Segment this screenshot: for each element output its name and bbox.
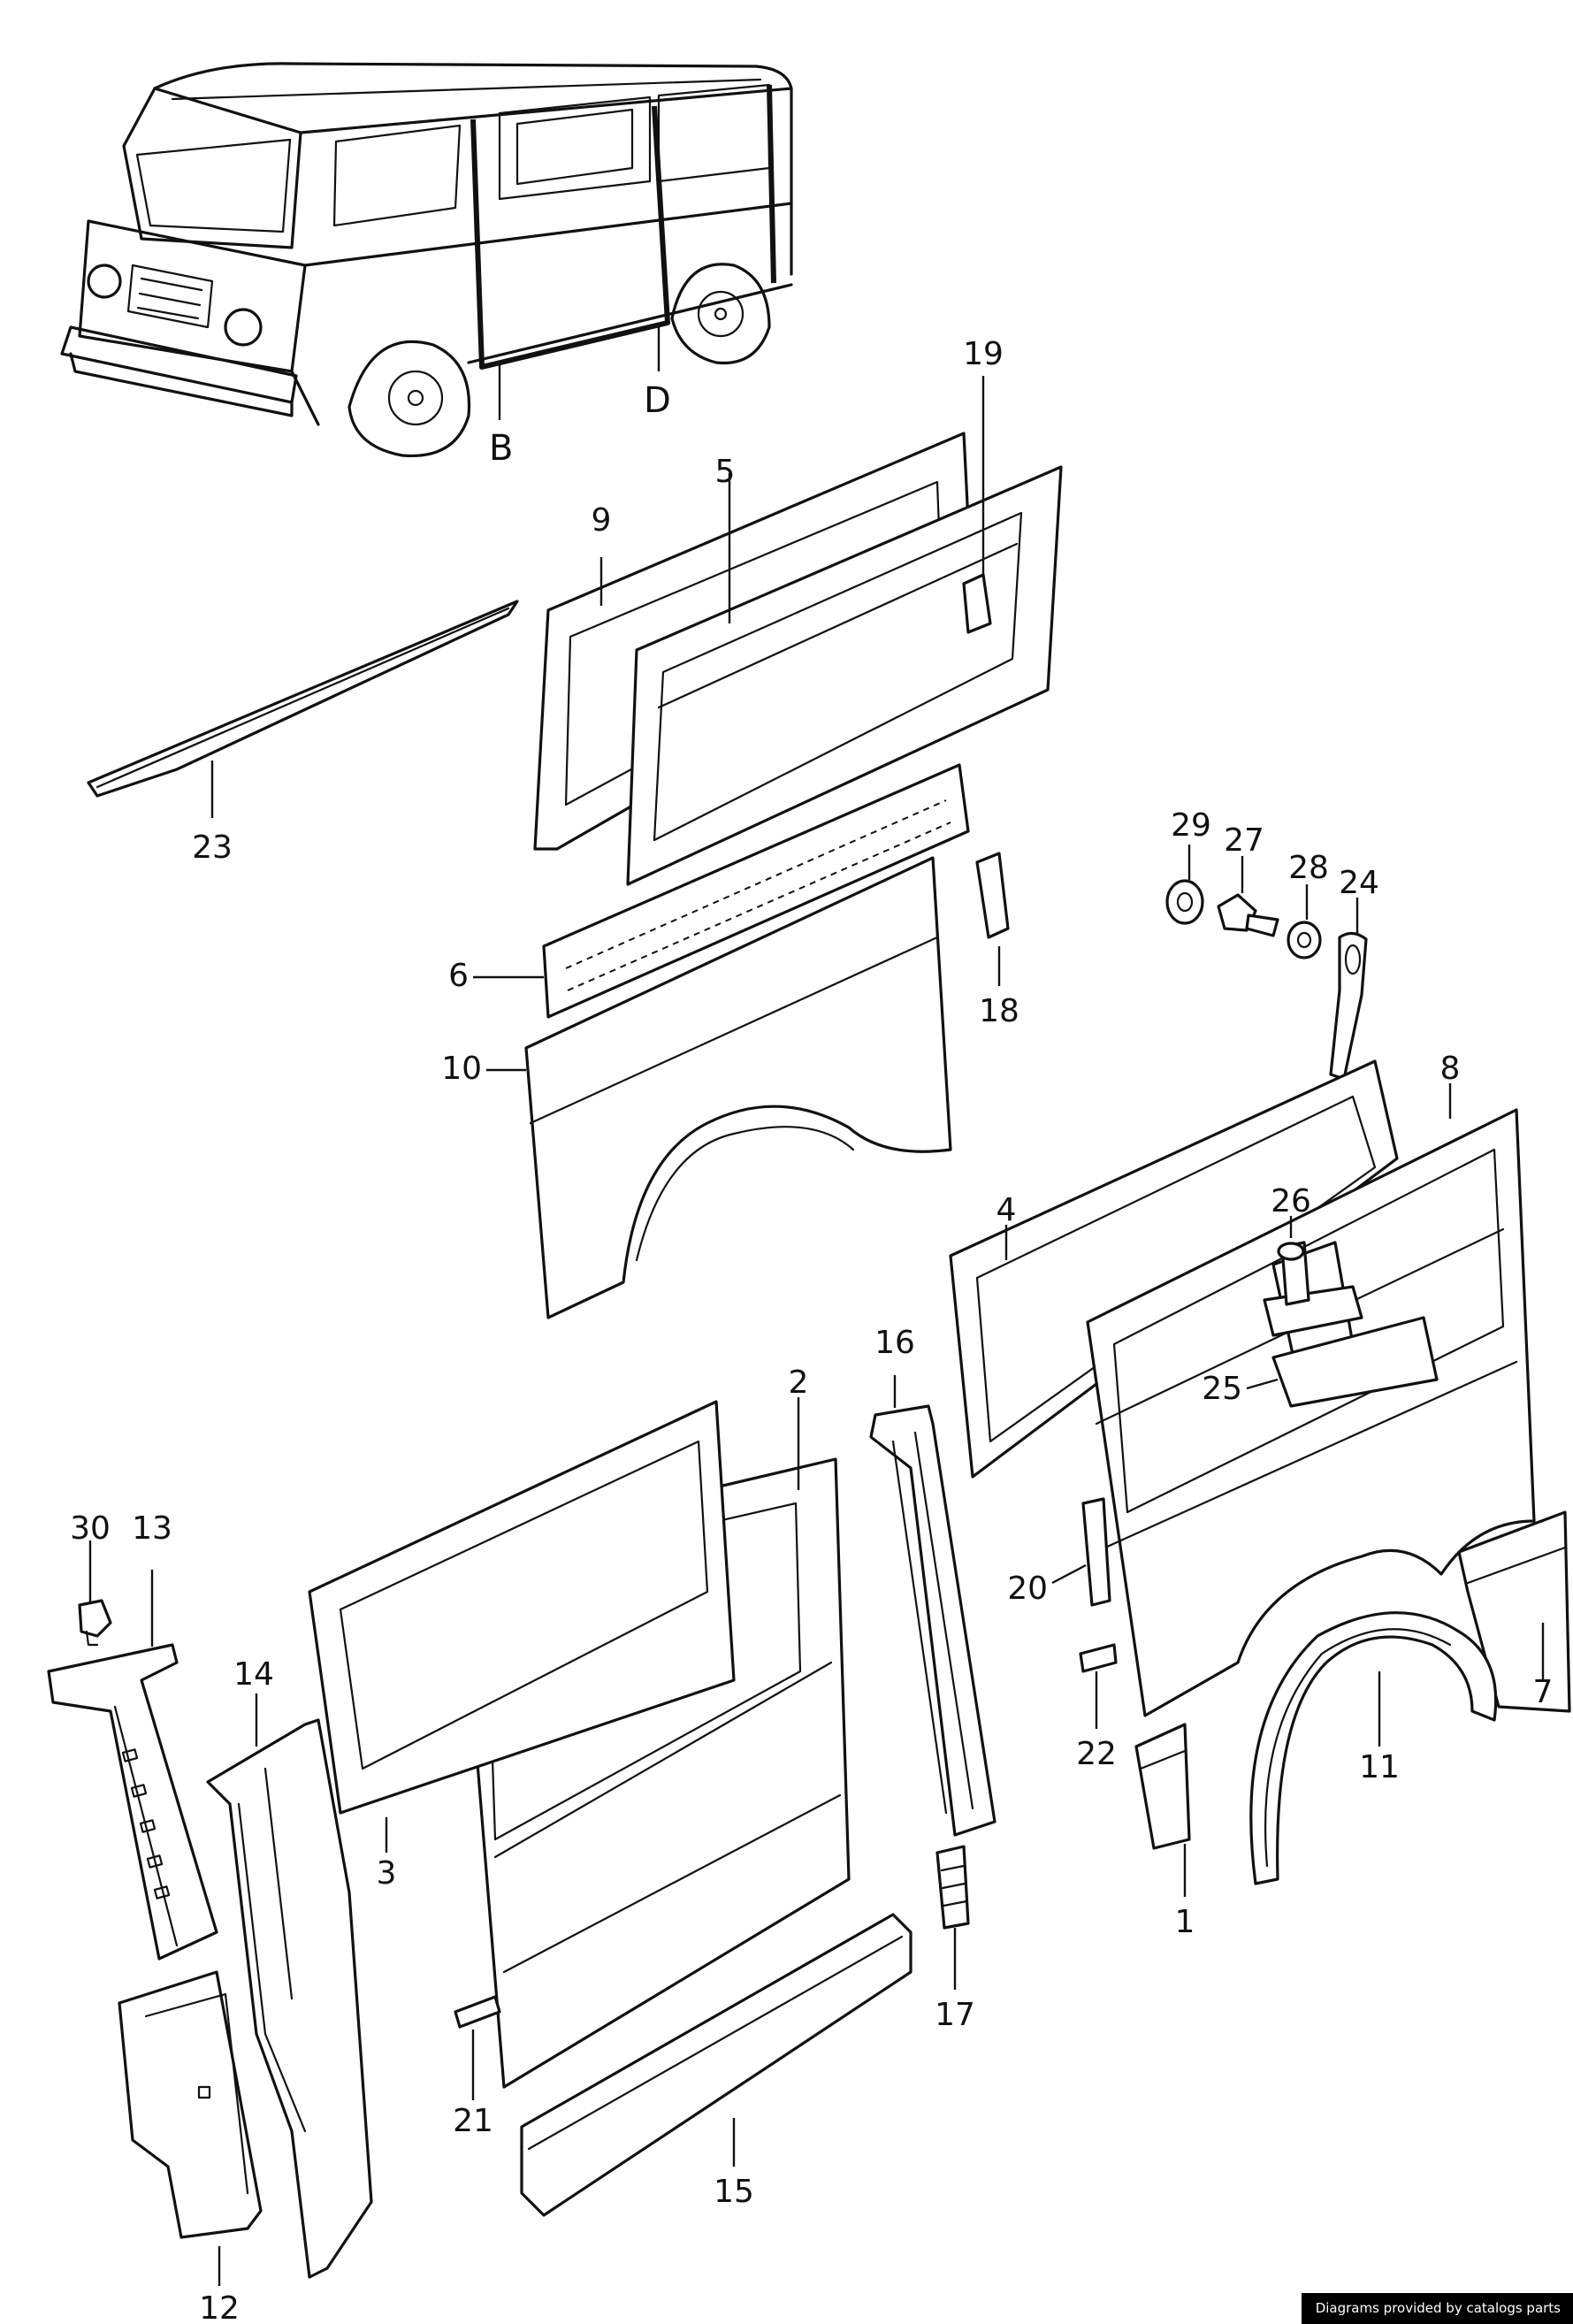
callout-15: 15 (714, 2174, 754, 2210)
callout-18: 18 (979, 993, 1019, 1029)
van-illustration: B D (60, 62, 793, 469)
callout-22: 22 (1076, 1736, 1117, 1772)
callout-10: 10 (441, 1051, 482, 1087)
part-bracket-19 (962, 376, 992, 634)
part-clip-17 (935, 1845, 970, 1990)
callout-9: 9 (592, 502, 612, 539)
part-hardware (1165, 845, 1368, 1081)
callout-26: 26 (1271, 1183, 1311, 1219)
callout-30: 30 (70, 1510, 111, 1547)
callout-14: 14 (233, 1656, 274, 1693)
callout-2: 2 (789, 1365, 809, 1401)
part-sill-6 (473, 763, 970, 1019)
part-side-panel-10 (486, 856, 952, 1319)
part-pillar-13 (47, 1570, 218, 1961)
callout-12: 12 (199, 2290, 240, 2324)
callout-16: 16 (874, 1325, 915, 1361)
part-frame-5 (626, 465, 1063, 886)
callout-25: 25 (1202, 1371, 1242, 1407)
view-label-b: B (489, 428, 513, 469)
callout-13: 13 (132, 1510, 172, 1547)
view-label-d: D (644, 380, 671, 421)
callout-29: 29 (1171, 807, 1211, 844)
callout-7: 7 (1533, 1674, 1554, 1710)
part-pillar-14 (206, 1693, 373, 2279)
part-clip-30 (78, 1540, 112, 1647)
part-roof-strip (87, 600, 519, 818)
callout-24: 24 (1339, 865, 1379, 901)
callout-23: 23 (192, 829, 233, 866)
credit-badge: Diagrams provided by catalogs parts (1301, 2293, 1573, 2324)
part-rocker-15 (520, 1913, 912, 2217)
part-side-panel-8 (1086, 1083, 1536, 1717)
part-clip-21 (454, 1995, 501, 2100)
callout-19: 19 (963, 336, 1004, 372)
part-pillar-12 (118, 1970, 263, 2286)
callout-6: 6 (448, 958, 469, 994)
callout-17: 17 (935, 1997, 975, 2033)
part-frame-4 (949, 1059, 1399, 1479)
callout-numbers: 1 2 3 4 5 6 7 8 9 10 11 12 13 14 15 16 1… (70, 336, 1553, 2324)
part-pillar-16 (869, 1375, 996, 1837)
callout-4: 4 (996, 1192, 1017, 1228)
callout-1: 1 (1175, 1904, 1195, 1940)
part-hinge-26-25 (1246, 1216, 1439, 1408)
callout-20: 20 (1007, 1571, 1048, 1607)
part-patch-1 (1134, 1723, 1191, 1897)
part-wheel-arch-11 (1249, 1611, 1498, 1885)
callout-27: 27 (1224, 822, 1264, 859)
callout-3: 3 (377, 1855, 397, 1892)
callout-11: 11 (1359, 1749, 1400, 1785)
callout-21: 21 (453, 2103, 493, 2139)
callout-8: 8 (1440, 1051, 1461, 1087)
part-clips-20-22 (1051, 1497, 1118, 1729)
part-frame-3 (308, 1400, 736, 1853)
callout-28: 28 (1288, 850, 1329, 886)
callout-5: 5 (715, 454, 736, 490)
part-bracket-18 (975, 852, 1010, 986)
